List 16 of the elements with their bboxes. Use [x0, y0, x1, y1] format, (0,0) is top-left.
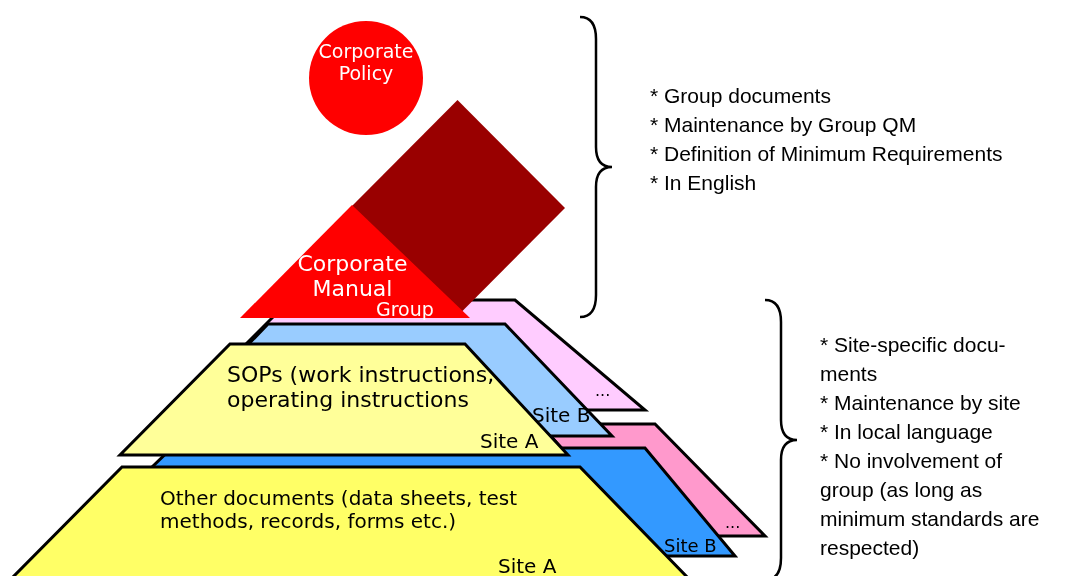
site-label: Site A [498, 555, 557, 576]
bullet-text: * Maintenance by site [820, 390, 1021, 416]
bullet-text: * Group documents [650, 83, 831, 109]
bullet-text: * Site-specific docu- ments [820, 332, 1007, 387]
layer-label: Other documents (data sheets, test methods, records, forms etc.) [160, 487, 519, 533]
node-label: Corporate Policy [317, 41, 415, 85]
bullet-text: * No involvement of group (as long as minimum standards are respected) [820, 448, 1041, 561]
site-label: Site B [664, 536, 717, 557]
bullet-text: * In English [650, 170, 757, 196]
site-label: Site A [480, 430, 539, 453]
bullet-text: * In local language [820, 419, 993, 445]
ellipsis-label: ... [725, 514, 741, 533]
ellipsis-label: ... [595, 382, 611, 401]
layer-label: SOPs (work instructions, operating instructions [227, 362, 496, 413]
bullet-text: * Maintenance by Group QM [650, 112, 917, 138]
bullet-text: * Definition of Minimum Requirements [650, 141, 1003, 167]
